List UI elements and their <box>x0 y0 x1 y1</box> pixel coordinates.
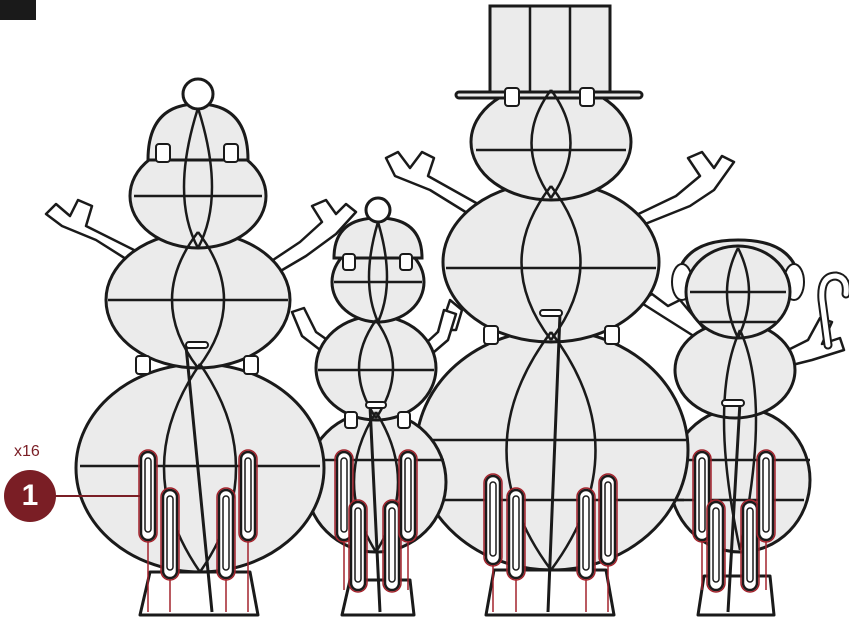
quantity-label: x16 <box>14 443 40 461</box>
ground-stake <box>219 490 233 578</box>
part-number-badge: 1 <box>4 470 56 522</box>
callout-leader-line <box>54 495 140 497</box>
ground-stake <box>601 476 615 564</box>
ground-stake <box>579 490 593 578</box>
pompom-icon <box>183 79 213 109</box>
bottom-ball <box>670 408 810 552</box>
ground-stake <box>759 452 773 540</box>
left-branch-arm <box>46 200 138 264</box>
ground-stake <box>163 490 177 578</box>
pompom-icon <box>366 198 390 222</box>
right-branch-arm <box>630 152 734 226</box>
ground-stake <box>743 502 757 590</box>
ground-stake <box>351 502 365 590</box>
corner-marker <box>0 0 36 20</box>
ground-stake <box>141 452 155 540</box>
bottom-ball <box>76 364 324 572</box>
ground-stake <box>241 452 255 540</box>
ground-stake <box>509 490 523 578</box>
left-branch-arm <box>386 152 478 216</box>
ground-stake <box>486 476 500 564</box>
ground-stake <box>709 502 723 590</box>
ground-stake <box>385 502 399 590</box>
head-ball <box>471 84 631 200</box>
ground-stake <box>401 452 415 540</box>
top-hat-icon <box>490 6 610 92</box>
middle-ball <box>443 182 659 342</box>
